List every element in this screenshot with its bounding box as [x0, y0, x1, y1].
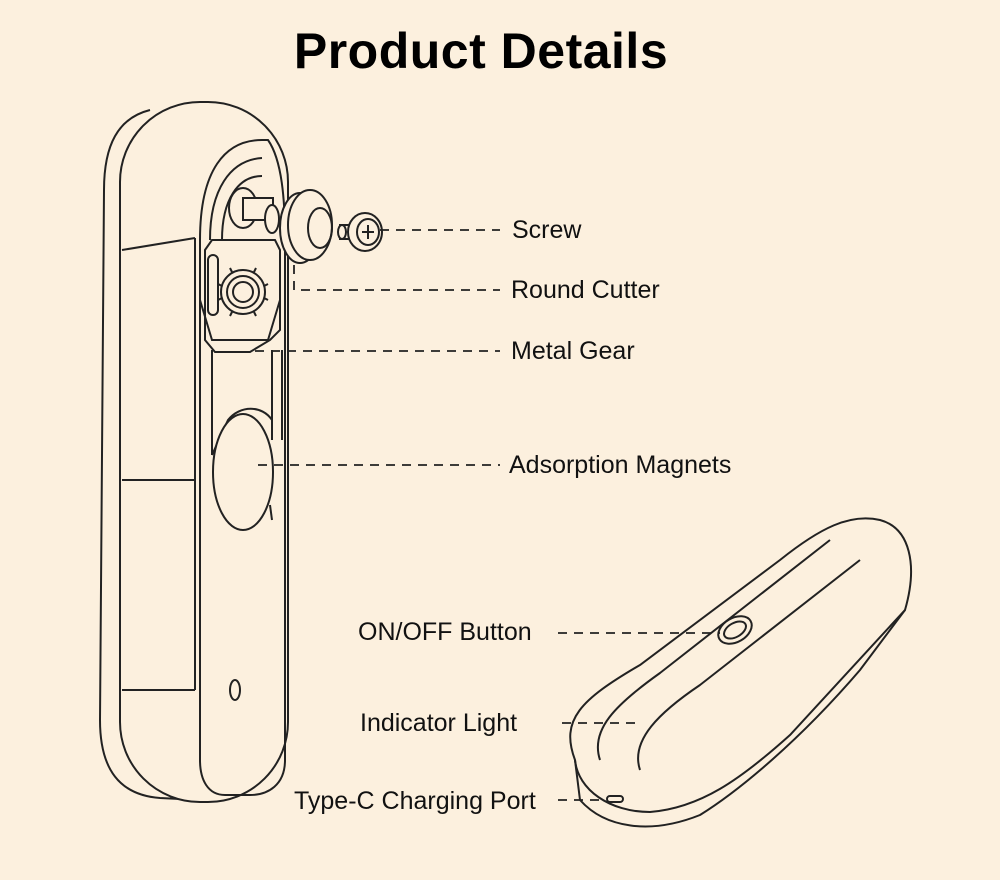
label-type-c-charging-port: Type-C Charging Port — [294, 787, 536, 815]
page-title: Product Details — [293, 23, 669, 79]
label-adsorption-magnets: Adsorption Magnets — [509, 451, 732, 479]
label-metal-gear: Metal Gear — [511, 337, 635, 365]
screw-drawing — [337, 212, 383, 252]
leader-lines — [255, 229, 720, 801]
label-on-off-button: ON/OFF Button — [358, 618, 532, 646]
label-round-cutter: Round Cutter — [511, 276, 660, 304]
device-lying-drawing — [569, 517, 912, 828]
device-upright-drawing — [98, 101, 289, 803]
round-cutter-drawing — [279, 189, 333, 264]
label-screw: Screw — [512, 216, 582, 244]
label-indicator-light: Indicator Light — [360, 709, 518, 737]
